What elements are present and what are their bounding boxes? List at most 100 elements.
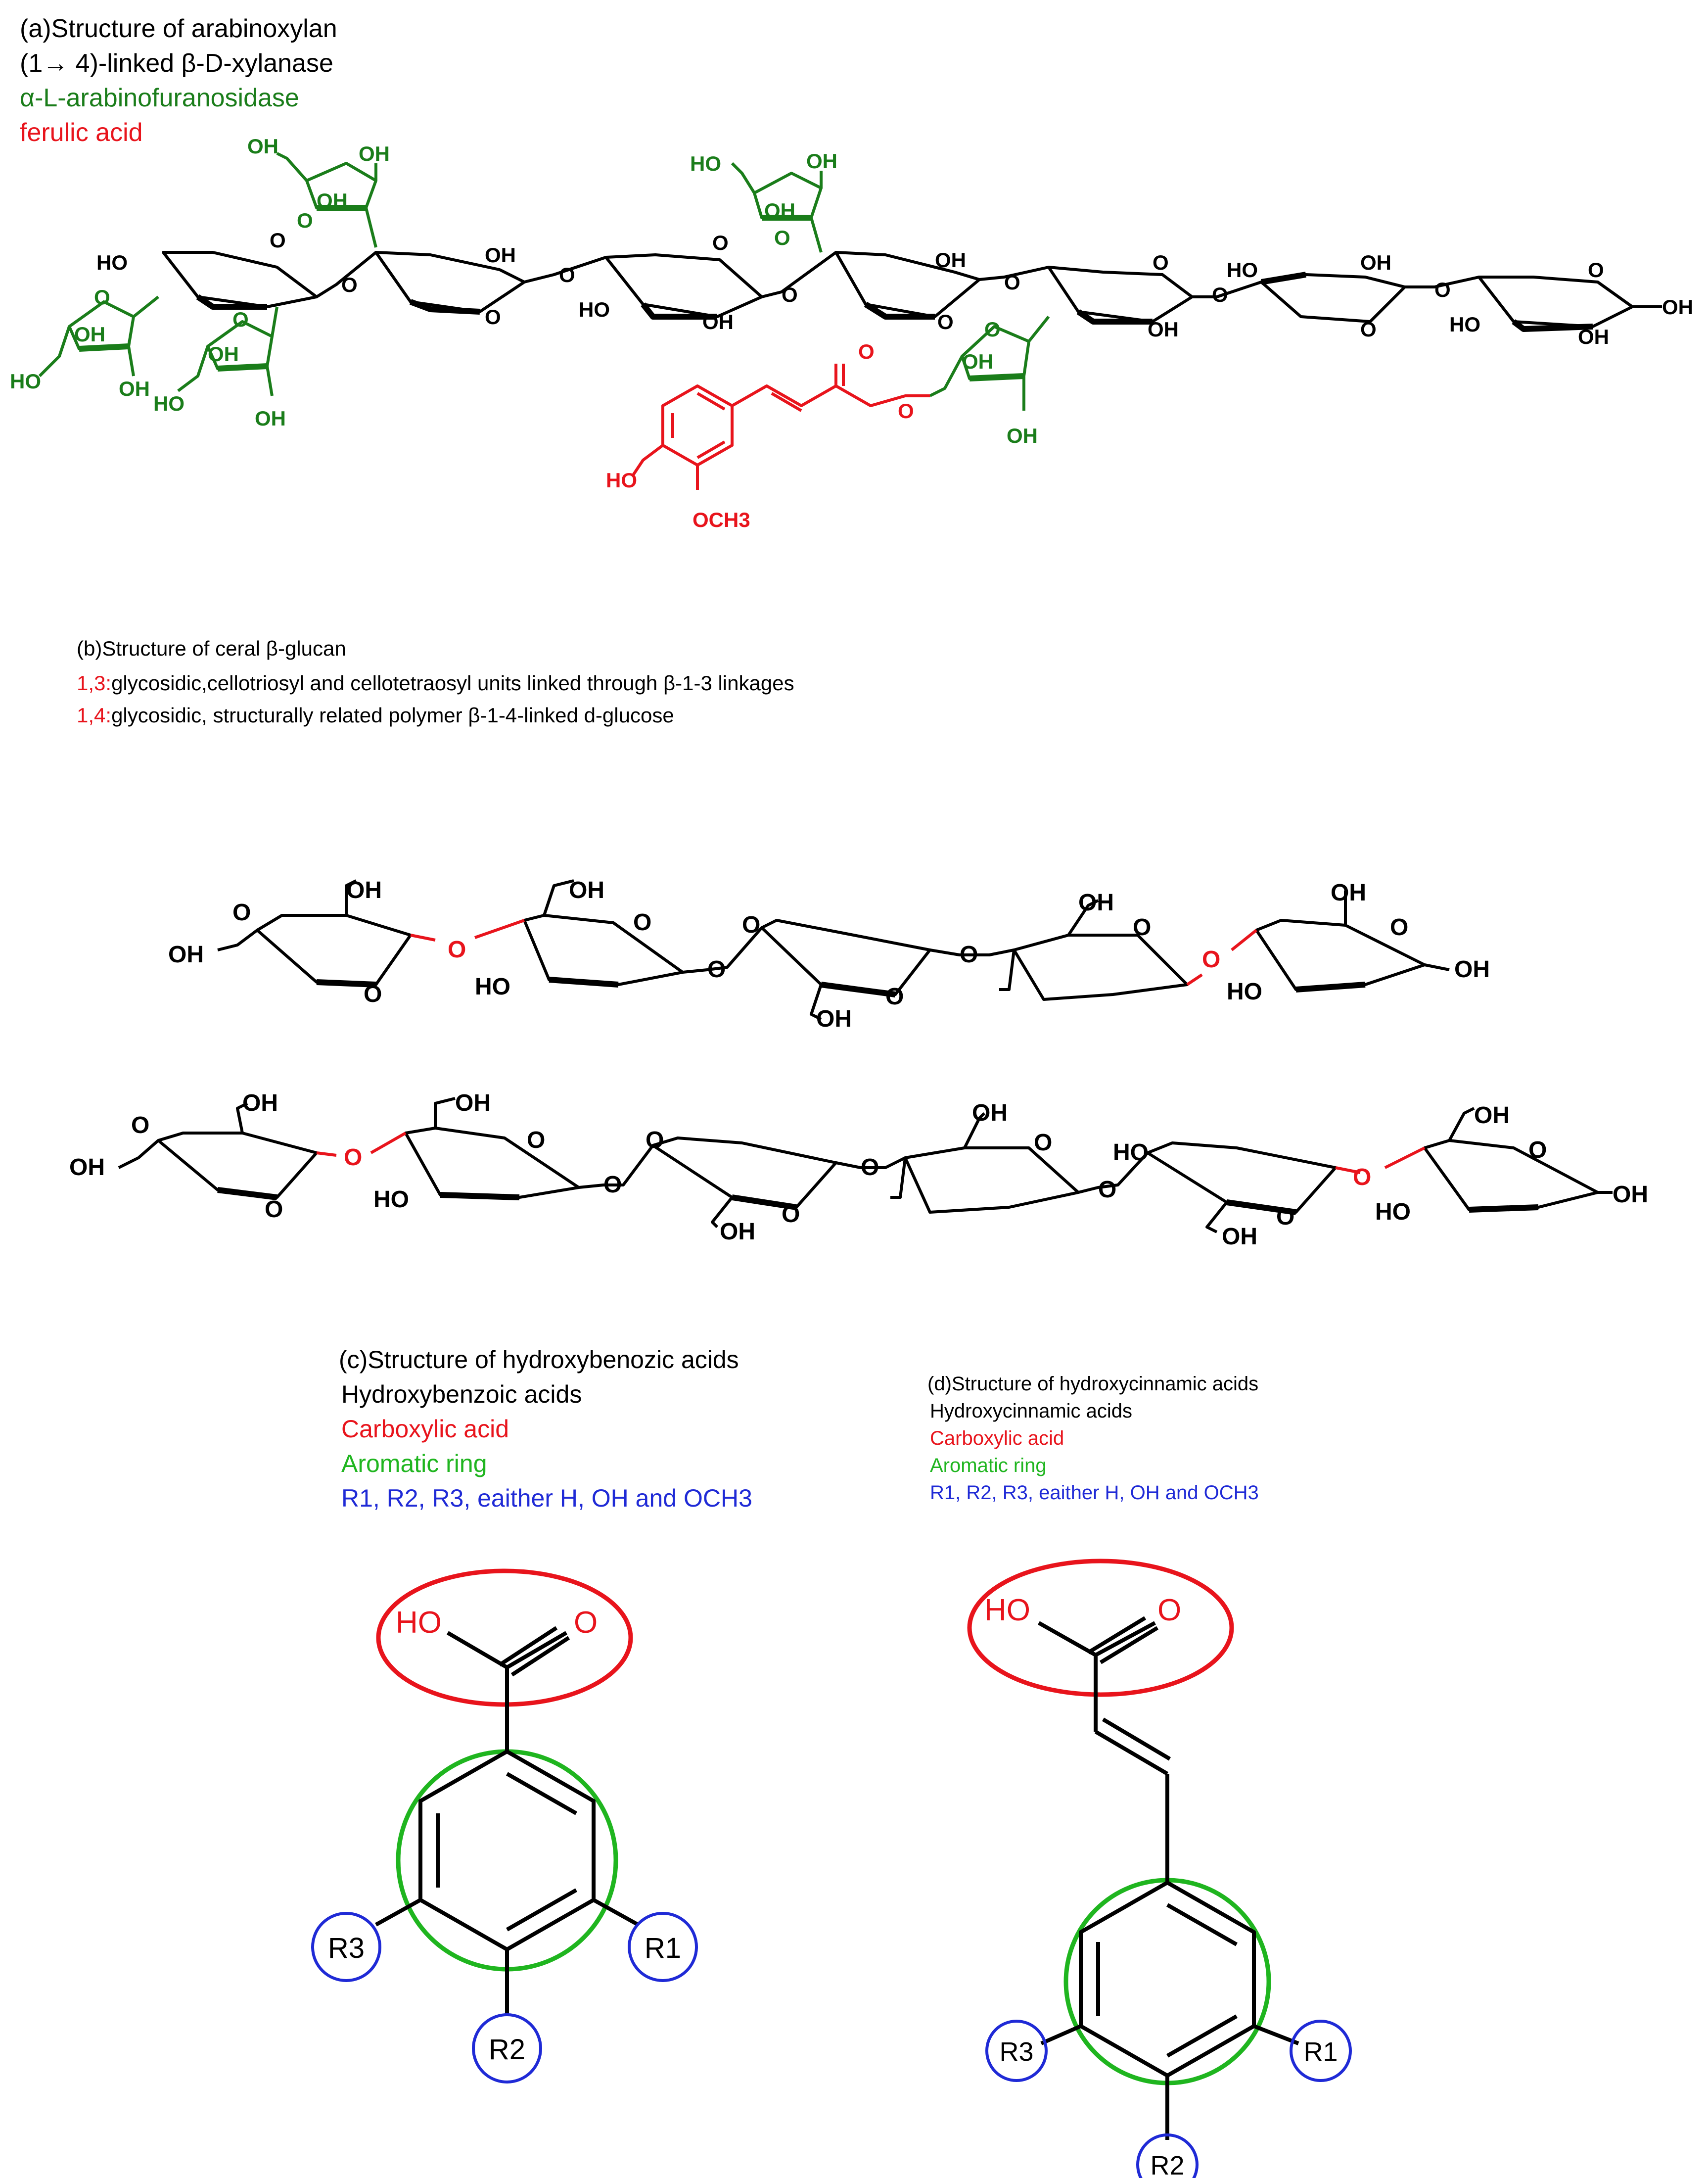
- atom-label: HO: [1227, 979, 1262, 1005]
- atom-label: O: [858, 340, 875, 363]
- atom-label: O: [1588, 258, 1604, 282]
- atom-label: HO: [606, 469, 637, 492]
- panel-a-legend-black: (1→ 4)-linked β-D-xylanase: [20, 49, 333, 78]
- atom-label: O: [131, 1112, 149, 1138]
- atom-label: HO: [96, 251, 128, 274]
- panel-b-line2-prefix: 1,4:: [77, 704, 111, 727]
- atom-label: OH: [1078, 890, 1114, 916]
- ferulic-acid: [632, 364, 930, 490]
- atom-label: O: [448, 937, 466, 963]
- r2-label: R2: [1150, 2151, 1184, 2178]
- beta-glucan-labels: O OH OH O O OH O HO O O O OH O OH O O OH…: [69, 877, 1648, 1250]
- arabinoxylan-structure: HO O O OH O O O HO OH O OH O O O OH O HO…: [10, 135, 1693, 531]
- atom-label: O: [1276, 1204, 1294, 1230]
- atom-label: OH: [702, 310, 734, 333]
- atom-label: HO: [690, 152, 721, 175]
- atom-label: OH: [1662, 295, 1693, 319]
- atom-label: OH: [1148, 318, 1179, 341]
- atom-label: O: [603, 1172, 622, 1198]
- atom-label: OH: [317, 189, 348, 212]
- panel-d-line-green: Aromatic ring: [930, 1455, 1047, 1476]
- atom-label: O: [1034, 1130, 1052, 1156]
- panel-c-line-blue: R1, R2, R3, eaither H, OH and OCH3: [341, 1484, 752, 1512]
- atom-label: OH: [1474, 1102, 1510, 1129]
- atom-label: HO: [373, 1186, 409, 1213]
- atom-label: OH: [242, 1090, 278, 1116]
- atom-label: O: [364, 981, 382, 1007]
- atom-label: O: [232, 900, 251, 926]
- atom-label: O: [1098, 1177, 1116, 1203]
- r1-circle: [628, 1912, 698, 1982]
- atom-label: OH: [1331, 880, 1366, 906]
- panel-b-line2-text: glycosidic, structurally related polymer…: [111, 704, 674, 727]
- atom-label: OH: [962, 350, 993, 373]
- atom-label: OH: [816, 1006, 852, 1032]
- atom-label: OH: [1578, 325, 1609, 348]
- panel-c-line-green: Aromatic ring: [341, 1450, 487, 1477]
- hydroxyl-label: HO: [396, 1606, 442, 1640]
- panel-a-title: (a)Structure of arabinoxylan: [20, 14, 337, 43]
- atom-label: O: [861, 1154, 879, 1181]
- panel-b-line1-text: glycosidic,cellotriosyl and cellotetraos…: [111, 671, 794, 695]
- carbonyl-o-label: O: [574, 1606, 598, 1640]
- atom-label: OH: [1454, 956, 1490, 983]
- atom-label: HO: [10, 370, 41, 393]
- atom-label: OH: [455, 1090, 491, 1116]
- atom-label: HO: [579, 298, 610, 321]
- arabinoxylan-atom-labels: HO O O OH O O O HO OH O OH O O O OH O HO…: [10, 135, 1693, 531]
- benzoic-bonds: [375, 1626, 639, 2016]
- atom-label: OH: [119, 377, 150, 400]
- atom-label: HO: [1375, 1199, 1411, 1225]
- atom-label: HO: [1113, 1139, 1149, 1166]
- atom-label: OH: [569, 877, 604, 903]
- r1-circle: [1290, 2020, 1352, 2082]
- atom-label: O: [265, 1196, 283, 1223]
- hydroxyl-label: HO: [984, 1593, 1030, 1627]
- atom-label: O: [485, 305, 501, 329]
- atom-label: O: [1353, 1164, 1371, 1190]
- atom-label: OH: [1007, 424, 1038, 447]
- atom-label: O: [885, 984, 904, 1010]
- atom-label: O: [344, 1144, 362, 1171]
- cinnamic-bonds: [1038, 1616, 1299, 2140]
- atom-label: HO: [1449, 313, 1480, 336]
- beta-glucan-chain-1: [217, 879, 1450, 1021]
- r3-label: R3: [999, 2037, 1033, 2067]
- r3-circle: [985, 2020, 1048, 2082]
- atom-label: OH: [485, 243, 516, 267]
- atom-label: O: [1390, 914, 1408, 941]
- panel-d-line-black: Hydroxycinnamic acids: [930, 1400, 1132, 1422]
- panel-a-legend-green: α-L-arabinofuranosidase: [20, 84, 299, 112]
- r3-circle: [311, 1912, 381, 1982]
- atom-label: OH: [1222, 1224, 1257, 1250]
- atom-label: O: [559, 263, 575, 286]
- panel-b-line1-prefix: 1,3:: [77, 671, 111, 695]
- r2-circle: [1136, 2133, 1199, 2178]
- atom-label: O: [297, 209, 313, 232]
- atom-label: O: [984, 318, 1001, 341]
- carboxylic-acid-highlight: [967, 1559, 1234, 1697]
- atom-label: HO: [475, 974, 510, 1000]
- atom-label: O: [232, 308, 249, 331]
- atom-label: O: [707, 956, 726, 983]
- atom-label: O: [94, 285, 110, 309]
- atom-label: HO: [153, 392, 185, 415]
- atom-label: O: [1528, 1137, 1547, 1163]
- atom-label: O: [774, 226, 790, 249]
- atom-label: HO: [1227, 258, 1258, 282]
- atom-label: O: [633, 909, 651, 936]
- atom-label: O: [1004, 271, 1020, 294]
- carbonyl-o-label: O: [1157, 1593, 1181, 1627]
- panel-d-caption: (d)Structure of hydroxycinnamic acids Hy…: [927, 1373, 1259, 1504]
- beta-glucan-chain-2: [118, 1097, 1613, 1233]
- atom-label: OH: [247, 135, 278, 158]
- r2-label: R2: [489, 2034, 525, 2066]
- panel-d-title: (d)Structure of hydroxycinnamic acids: [927, 1373, 1258, 1395]
- atom-label: O: [712, 231, 729, 254]
- r3-label: R3: [328, 1932, 365, 1964]
- aromatic-ring-highlight: [396, 1749, 618, 1972]
- atom-label: OH: [359, 142, 390, 165]
- xylose-backbone: [162, 251, 1662, 332]
- atom-label: OH: [69, 1154, 105, 1181]
